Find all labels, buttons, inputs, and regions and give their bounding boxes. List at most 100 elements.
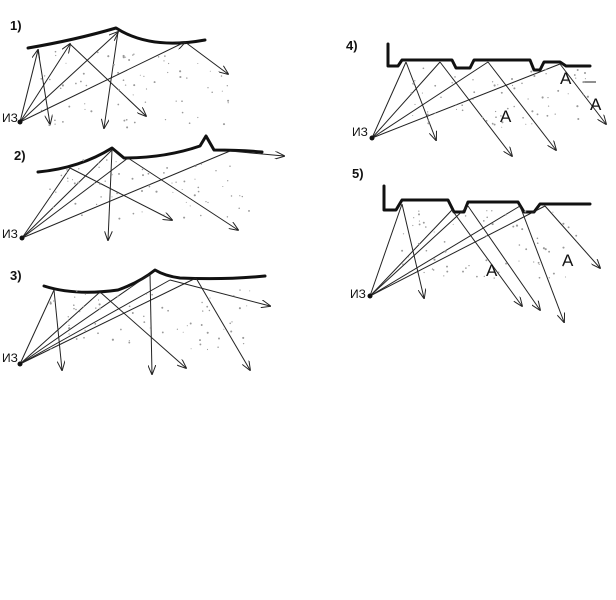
stipple-dot [566,80,568,82]
stipple-dot [536,242,539,245]
stipple-dot [222,123,226,126]
stipple-dot [562,222,565,225]
stipple-dot [117,103,120,106]
stipple-dot [161,331,164,334]
stipple-dot [202,310,204,312]
stipple-dot [567,256,569,258]
stipple-dot [181,100,183,103]
diagram-4-zone-label: A [560,69,572,88]
stipple-dot [567,226,570,229]
stipple-dot [66,169,68,171]
stipple-dot [567,93,569,95]
stipple-dot [440,96,442,99]
stipple-dot [50,196,52,198]
stipple-dot [190,348,192,350]
stipple-dot [472,98,474,100]
stipple-dot [537,261,540,264]
stipple-dot [582,93,584,96]
stipple-dot [68,327,71,330]
stipple-dot [433,258,436,261]
stipple-dot [500,115,502,117]
stipple-dot [163,60,165,62]
diagram-5-reflected-ray [519,205,564,322]
diagram-3: 3) ИЗ [2,268,270,374]
stipple-dot [176,328,179,330]
diagram-5-ray [369,203,403,297]
stipple-dot [530,70,533,73]
diagram-5-reflected-ray [467,205,540,310]
stipple-dot [155,190,158,193]
stipple-dot [141,168,144,171]
stipple-dot [73,304,75,306]
stipple-dot [118,217,121,220]
stipple-dot [412,82,415,85]
stipple-dot [222,185,224,188]
stipple-dot [485,235,488,237]
stipple-dot [531,123,533,125]
stipple-dot [147,172,150,175]
stipple-dot [536,113,539,116]
stipple-dot [79,310,81,313]
stipple-dot [148,185,151,188]
stipple-dot [117,71,120,74]
stipple-dot [99,183,101,185]
stipple-dot [401,249,404,252]
stipple-dot [141,211,143,213]
diagram-1-reflected-ray [104,31,119,128]
stipple-dot [485,120,488,122]
stipple-dot [146,293,148,295]
stipple-dot [84,293,86,295]
diagram-4-source-point [369,135,375,141]
stipple-dot [229,165,231,168]
stipple-dot [545,73,547,75]
stipple-dot [547,105,550,107]
diagram-2-reflected-ray [127,157,238,230]
stipple-dot [249,290,251,292]
stipple-dot [133,121,136,124]
stipple-dot [85,84,88,87]
stipple-dot [62,121,64,123]
stipple-dot [67,319,70,321]
diagram-1-rays [19,31,228,128]
diagram-3-ray [19,289,55,365]
stipple-dot [200,163,203,165]
stipple-dot [40,77,43,80]
stipple-dot [98,307,101,310]
stipple-dot [122,54,125,58]
stipple-dot [54,50,57,53]
stipple-dot [501,126,503,128]
stipple-dot [207,87,209,89]
diagram-4: 4) ИЗ A A A [346,38,606,156]
stipple-dot [491,122,494,125]
diagram-4-zone-label: A [500,107,512,126]
stipple-dot [96,51,99,54]
stipple-dot [434,84,437,87]
stipple-dot [586,95,589,98]
stipple-dot [132,94,134,96]
stipple-dot [186,325,188,327]
stipple-dot [125,118,128,121]
stipple-dot [153,81,156,84]
stipple-dot [515,224,519,227]
stipple-dot [491,210,493,212]
stipple-dot [125,56,127,58]
stipple-dot [482,220,485,222]
stipple-dot [67,320,69,322]
stipple-dot [48,124,51,127]
stipple-shading [40,50,589,351]
stipple-dot [241,195,243,198]
stipple-dot [59,87,62,89]
stipple-dot [115,161,117,163]
stipple-dot [582,81,585,84]
stipple-dot [423,271,425,274]
stipple-dot [497,84,499,86]
stipple-dot [54,123,56,125]
stipple-dot [200,214,202,217]
stipple-dot [518,260,520,262]
stipple-dot [525,248,528,251]
stipple-dot [189,322,192,325]
stipple-dot [433,231,435,233]
stipple-dot [98,303,101,306]
stipple-dot [491,223,494,226]
stipple-dot [118,88,120,91]
